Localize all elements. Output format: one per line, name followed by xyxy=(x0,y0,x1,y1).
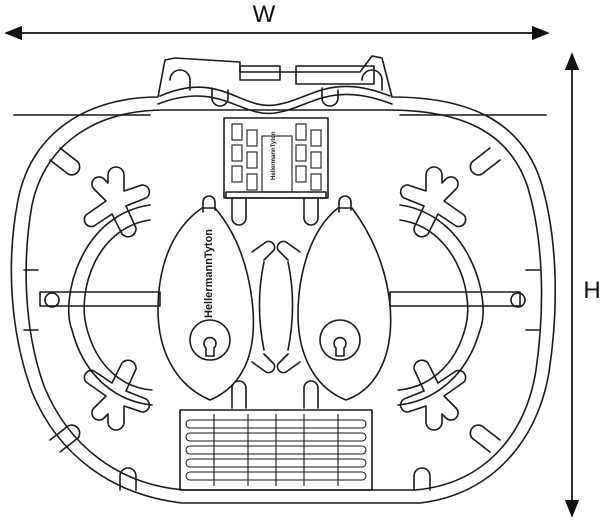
height-dimension: H xyxy=(564,52,600,518)
width-dimension: W xyxy=(4,1,550,41)
left-spool-guide xyxy=(39,204,161,406)
tray-body-outline xyxy=(10,55,557,504)
right-fiber-holder xyxy=(297,195,392,401)
retainer-clips xyxy=(83,166,467,431)
right-spool-guide xyxy=(389,204,526,406)
connector-block: HellermannTyton xyxy=(223,117,329,226)
splice-holder xyxy=(179,380,373,491)
height-label: H xyxy=(583,277,600,304)
connector-brand-text: HellermannTyton xyxy=(271,131,277,180)
tray-brand-text: HellermannTyton xyxy=(203,229,215,318)
left-fiber-holder: HellermannTyton xyxy=(157,195,255,401)
center-clips xyxy=(251,240,301,374)
width-label: W xyxy=(253,1,276,28)
